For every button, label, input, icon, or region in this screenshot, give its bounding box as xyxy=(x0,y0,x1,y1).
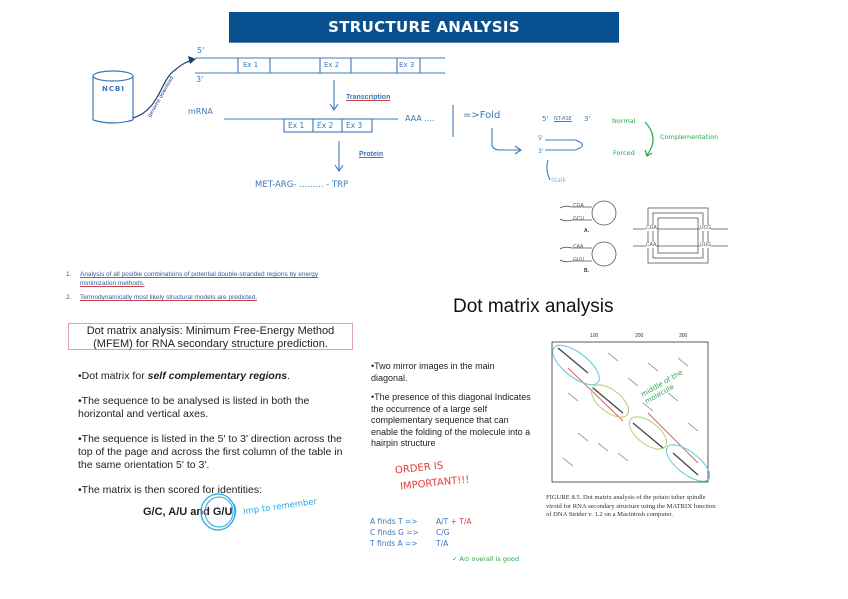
order-note-1: ORDER IS xyxy=(394,460,444,477)
slide-title: STRUCTURE ANALYSIS xyxy=(328,18,520,36)
hairpin-linear-5: 5' xyxy=(542,115,549,123)
bullet-scoring: •The matrix is then scored for identitie… xyxy=(78,484,263,496)
circle-annotation-icon xyxy=(200,493,237,531)
mfem-title-box: Dot matrix analysis: Minimum Free-Energy… xyxy=(68,323,353,350)
green-note: ✓ A⊙ overall is good xyxy=(452,555,520,563)
dna-exon-2: Ex 2 xyxy=(324,61,340,69)
complementation-label: Complementation xyxy=(660,133,719,141)
method-item-1: 1. Analysis of all posible combinations … xyxy=(66,271,319,287)
mrna-exon-2: Ex 2 xyxy=(317,121,334,130)
bullet-direction: •The sequence is listed in the 5' to 3' … xyxy=(78,433,343,471)
hairpin-linear-seq: NT-ASE xyxy=(554,116,572,122)
middle-bullets: •Two mirror images in the main diagonal.… xyxy=(371,361,531,450)
poly-a-tail: AAA .... xyxy=(405,114,435,123)
dot-matrix-title: Dot matrix analysis xyxy=(453,296,614,317)
mrna-exon-3: Ex 3 xyxy=(346,121,363,130)
database-label: NCBI xyxy=(102,85,125,93)
bullet-axes: •The sequence to be analysed is listed i… xyxy=(78,395,310,420)
bullet-mirror: •Two mirror images in the main diagonal. xyxy=(371,361,495,383)
stalk-label: Stalk xyxy=(551,177,566,184)
axis-tick-200: 200 xyxy=(635,333,644,339)
stem-a-bottom: GCU xyxy=(573,216,585,222)
dna-exon-3: Ex 3 xyxy=(399,61,415,69)
dna-five-prime: 5' xyxy=(197,46,205,55)
download-arrow-icon xyxy=(132,59,194,119)
dot-matrix-plot xyxy=(551,341,711,483)
pseudoknot-bottom-right: UUG xyxy=(700,242,712,248)
database-icon xyxy=(92,70,134,124)
left-bullets: •Dot matrix for self complementary regio… xyxy=(78,370,353,497)
transcription-label: Transcription xyxy=(346,94,391,101)
fold-label: =>Fold xyxy=(463,110,501,121)
stem-b-bottom: GUU xyxy=(573,257,585,263)
slide-title-banner: STRUCTURE ANALYSIS xyxy=(229,12,619,43)
axis-tick-100: 100 xyxy=(590,333,599,339)
methods-list: 1. Analysis of all posible combinations … xyxy=(66,270,346,302)
stem-b-label: B. xyxy=(584,268,589,274)
order-note-2: IMPORTANT!!! xyxy=(399,474,470,493)
pairing-notes: A finds T =>A/T + T/A C finds G =>C/G T … xyxy=(370,516,472,549)
stem-a-top: CGA xyxy=(573,203,584,209)
mrna-exon-1: Ex 1 xyxy=(288,121,305,130)
pseudoknot-top-right: UCG xyxy=(700,225,712,231)
figure-caption: FIGURE 8.5. Dot matrix analysis of the p… xyxy=(546,494,716,518)
protein-label: Protein xyxy=(359,151,384,158)
pairing-row-2: C finds G =>C/G xyxy=(370,528,450,537)
bullet-self-complementary: •Dot matrix for self complementary regio… xyxy=(78,370,290,382)
hairpin-folded-5: 5' xyxy=(538,135,544,142)
protein-sequence: MET-ARG- ......... - TRP xyxy=(255,180,349,190)
pseudoknot-bottom-left: CAA xyxy=(646,242,657,248)
stem-a-label: A. xyxy=(584,228,589,234)
base-pairs: G/C, A/U and G/U xyxy=(143,506,233,518)
hairpin-folded-3: 3' xyxy=(538,148,544,155)
dna-exon-1: Ex 1 xyxy=(243,61,259,69)
bullet-diagonal: •The presence of this diagonal Indicates… xyxy=(371,392,531,448)
pseudoknot-top-left: CGA xyxy=(646,225,657,231)
pairing-row-3: T finds A =>T/A xyxy=(370,539,449,548)
stem-b-top: CAA xyxy=(573,244,584,250)
stem-loop-figure xyxy=(559,200,728,267)
method-item-2: 2. Termodynamically most likely structur… xyxy=(66,294,258,301)
mfem-title: Dot matrix analysis: Minimum Free-Energy… xyxy=(86,325,335,350)
forced-label: Forced xyxy=(613,149,635,157)
gene-expression-diagram xyxy=(92,56,654,181)
pairing-row-1: A finds T =>A/T + T/A xyxy=(370,517,472,526)
axis-tick-300: 300 xyxy=(679,333,688,339)
dna-three-prime: 3' xyxy=(196,75,204,84)
hairpin-linear-3: 3' xyxy=(584,115,591,123)
mrna-label: mRNA xyxy=(188,107,213,116)
normal-label: Normal xyxy=(612,117,636,125)
